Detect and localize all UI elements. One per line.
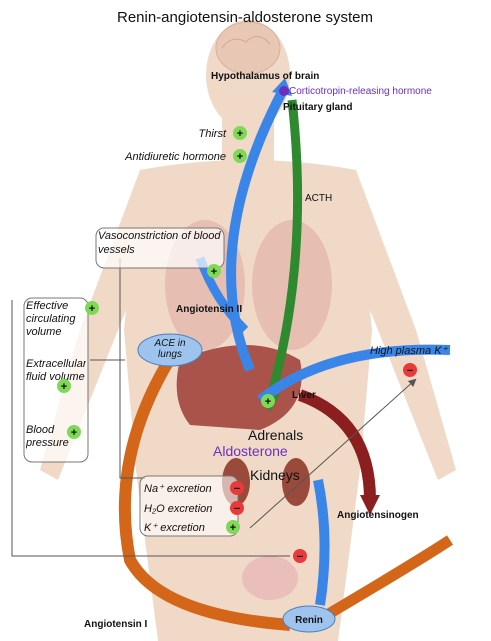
- bladder: [242, 556, 298, 600]
- pituitary-label: Pituitary gland: [283, 102, 352, 113]
- na-excretion-label: Na⁺ excretion: [144, 483, 212, 495]
- angiotensinogen-label: Angiotensinogen: [337, 510, 419, 521]
- effective-circ-plus-sign: +: [89, 303, 95, 315]
- adrenals-label: Adrenals: [248, 427, 303, 443]
- liver-plus-sign: +: [265, 396, 271, 408]
- k-plus-sign: +: [230, 522, 236, 534]
- extracellular-text-wrap: Extracellular fluid volume: [26, 358, 86, 408]
- thirst-plus-sign: +: [237, 128, 243, 140]
- vasoconstriction-plus-sign: +: [211, 266, 217, 278]
- effective-circ-label: Effective circulating volume: [26, 300, 86, 339]
- extracellular-label: Extracellular fluid volume: [26, 358, 86, 384]
- adh-plus-sign: +: [237, 151, 243, 163]
- liver-label: Liver: [292, 390, 316, 401]
- thirst-label: Thirst: [199, 128, 227, 140]
- high-k-label: High plasma K⁺: [370, 345, 449, 357]
- extracellular-plus-sign: +: [61, 381, 67, 393]
- acth-label: ACTH: [305, 193, 332, 204]
- body-silhouette: [40, 20, 456, 641]
- kidneys-label: Kidneys: [250, 467, 300, 483]
- h2o-excretion-label: H₂O excretion: [144, 503, 212, 515]
- h2o-minus-sign: −: [234, 503, 240, 515]
- angiotensin-ii-label: Angiotensin II: [176, 304, 242, 315]
- aldosterone-label: Aldosterone: [213, 443, 288, 459]
- adh-label: Antidiuretic hormone: [124, 151, 226, 163]
- ace-label: ACE in lungs: [142, 338, 198, 360]
- angiotensin-i-label: Angiotensin I: [84, 619, 148, 630]
- renin-label: Renin: [295, 615, 323, 626]
- blood-pressure-plus-sign: +: [71, 427, 77, 439]
- feedback-minus-sign: −: [297, 551, 303, 563]
- diagram-title: Renin-angiotensin-aldosterone system: [117, 9, 373, 26]
- k-excretion-label: K⁺ excretion: [144, 522, 205, 534]
- crh-label: Corticotropin-releasing hormone: [289, 86, 432, 97]
- ace-text-wrap: ACE in lungs: [142, 338, 198, 364]
- hypothalamus-label: Hypothalamus of brain: [211, 71, 319, 82]
- vasoconstriction-label: Vasoconstriction of blood vessels: [98, 229, 223, 257]
- brain: [216, 22, 280, 74]
- na-minus-sign: −: [234, 483, 240, 495]
- crh-dot: [279, 86, 289, 96]
- high-k-minus-sign: −: [407, 365, 413, 377]
- vasoconstriction-text-wrap: Vasoconstriction of blood vessels: [98, 229, 223, 267]
- effective-circ-text-wrap: Effective circulating volume: [26, 300, 86, 340]
